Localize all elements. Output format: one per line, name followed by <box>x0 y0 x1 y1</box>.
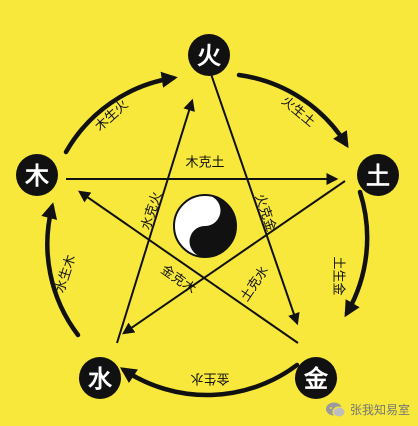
watermark: 张我知易室 <box>326 402 410 418</box>
generating-arrow-earth-metal <box>344 189 370 318</box>
element-node-metal: 金 <box>295 357 337 399</box>
generating-cycle <box>41 71 370 398</box>
overcoming-star <box>66 73 346 344</box>
generating-arrow-water-wood <box>41 202 81 338</box>
yin-yang-icon <box>173 194 237 258</box>
wechat-icon <box>326 402 346 418</box>
overcoming-arrow-fire-metal <box>210 73 300 326</box>
generating-arrow-fire-earth <box>236 72 349 149</box>
element-label-wood: 木 <box>24 162 50 190</box>
element-node-fire: 火 <box>188 34 230 76</box>
element-label-earth: 土 <box>366 162 390 190</box>
generating-arrow-metal-water <box>119 362 300 398</box>
overcoming-arrow-metal-wood <box>78 190 299 344</box>
overcoming-arrow-water-fire <box>116 98 195 344</box>
label-wood-overcomes-earth: 木克土 <box>185 156 224 171</box>
label-metal-generates-water: 金生水 <box>190 371 229 387</box>
element-label-fire: 火 <box>197 42 221 70</box>
element-node-water: 水 <box>79 357 121 399</box>
element-label-metal: 金 <box>303 365 329 393</box>
label-earth-generates-metal: 土生金 <box>331 256 347 295</box>
element-node-earth: 土 <box>357 154 399 196</box>
watermark-text: 张我知易室 <box>350 402 410 417</box>
generating-arrow-wood-fire <box>63 71 178 155</box>
element-node-wood: 木 <box>16 154 58 196</box>
overcoming-arrow-earth-water <box>122 180 346 335</box>
element-label-water: 水 <box>88 365 113 393</box>
